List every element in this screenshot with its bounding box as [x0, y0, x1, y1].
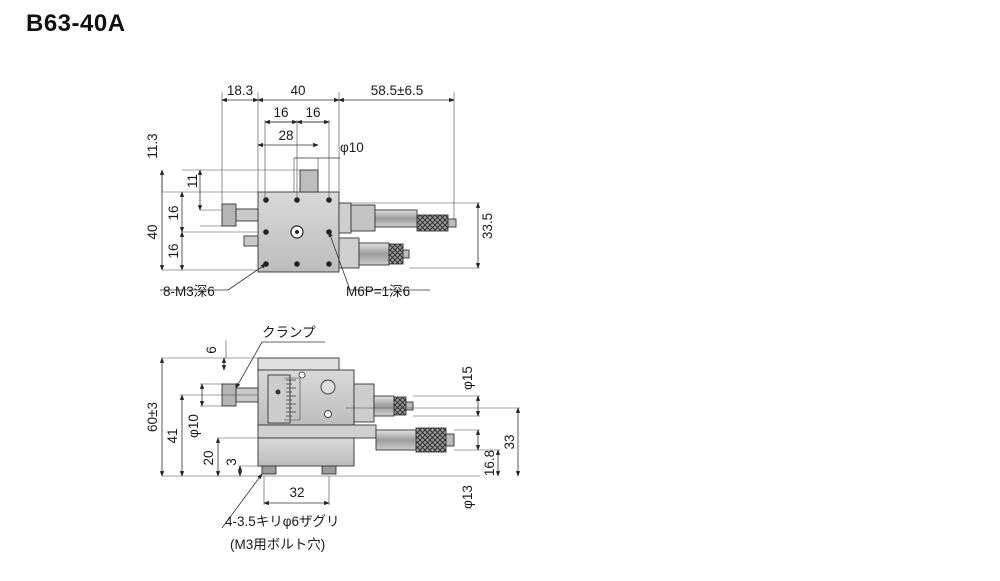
dim-16-d: 16 [166, 243, 181, 258]
dim-phi10-side: φ10 [186, 414, 201, 438]
dim-41: 41 [165, 428, 180, 443]
dim-3: 3 [224, 458, 239, 466]
dim-33: 33 [502, 434, 517, 449]
dim-11-3: 11.3 [145, 133, 160, 158]
dim-40-left: 40 [145, 224, 160, 239]
label-mount-holes-note: (M3用ボルト穴) [230, 537, 325, 552]
dim-16-8: 16.8 [482, 450, 497, 476]
clamp-knob-top [221, 203, 237, 227]
dim-33-5: 33.5 [480, 213, 495, 239]
lower-body-side [257, 437, 355, 467]
dim-40-top: 40 [290, 83, 305, 98]
dim-16-c: 16 [166, 205, 181, 220]
label-center-hole: M6P=1深6 [346, 284, 410, 299]
dim-16-a: 16 [273, 105, 288, 120]
tapped-holes [263, 197, 332, 267]
dim-6: 6 [204, 346, 219, 354]
micrometer-lower [338, 237, 410, 269]
dim-60: 60±3 [145, 402, 160, 432]
dim-58-5: 58.5±6.5 [371, 83, 423, 98]
micrometer-upper [338, 202, 457, 234]
dim-phi13: φ13 [460, 485, 475, 509]
top-boss [299, 169, 319, 193]
dim-phi10-top: φ10 [340, 140, 364, 155]
side-view: 6 60±3 41 φ10 20 3 32 φ15 16.8 33 φ13 クラ… [145, 325, 521, 552]
label-clamp: クランプ [262, 325, 316, 340]
dim-28: 28 [278, 128, 293, 143]
dim-32: 32 [289, 485, 304, 500]
top-plate-side [257, 357, 340, 371]
dim-18-3: 18.3 [227, 83, 253, 98]
dim-20: 20 [201, 450, 216, 465]
micrometer-side-upper [353, 383, 414, 423]
scale-ticks [286, 379, 296, 417]
top-view: 18.3 40 58.5±6.5 16 16 28 φ10 11.3 11 16… [145, 83, 495, 299]
dim-11: 11 [185, 174, 200, 188]
dim-16-b: 16 [305, 105, 320, 120]
micrometer-side-lower [375, 427, 455, 453]
dim-phi15: φ15 [460, 366, 475, 390]
label-mount-holes: 4-3.5キリφ6ザグリ [225, 514, 340, 529]
label-tapped-holes: 8-M3深6 [163, 284, 215, 299]
page-title: B63-40A [26, 10, 126, 37]
